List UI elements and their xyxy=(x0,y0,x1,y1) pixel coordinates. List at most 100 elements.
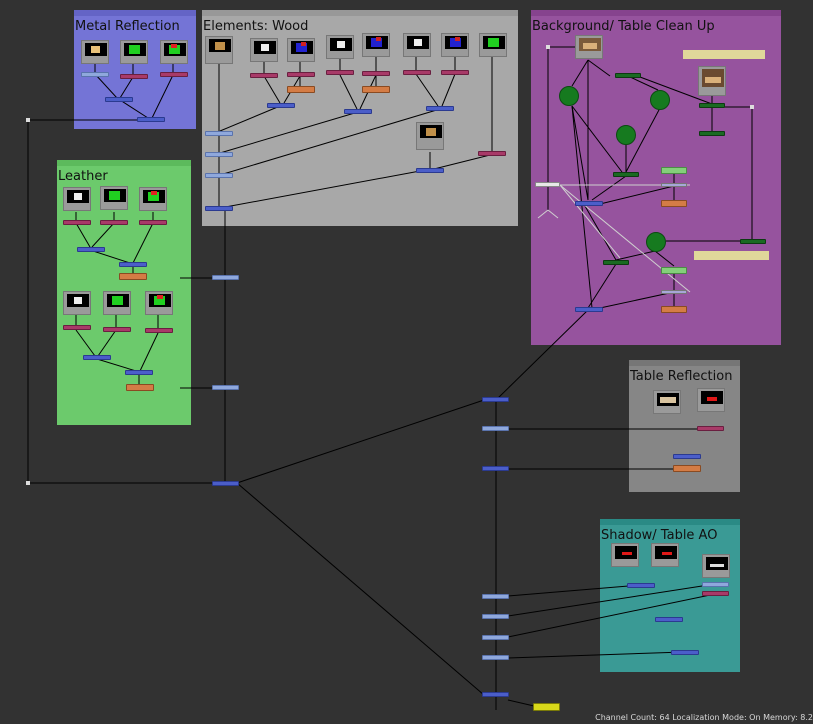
merge-node[interactable] xyxy=(416,168,444,173)
merge-node[interactable] xyxy=(119,262,147,267)
wire-dot[interactable] xyxy=(750,105,754,109)
merge-node[interactable] xyxy=(426,106,454,111)
lightwrap-node[interactable] xyxy=(205,152,233,157)
merge-node[interactable] xyxy=(344,109,372,114)
keyer-node[interactable] xyxy=(661,167,687,174)
shuffle-node[interactable] xyxy=(661,200,687,207)
grade-node[interactable] xyxy=(441,70,469,75)
rotopaint-node[interactable] xyxy=(616,125,636,145)
merge-node[interactable] xyxy=(482,397,509,402)
read-node[interactable] xyxy=(145,291,173,315)
read-node[interactable] xyxy=(250,38,278,62)
wire-dot[interactable] xyxy=(546,45,550,49)
read-node[interactable] xyxy=(611,543,639,567)
grade-node[interactable] xyxy=(478,151,506,156)
lightwrap-node[interactable] xyxy=(482,426,509,431)
lightwrap-node[interactable] xyxy=(81,72,109,77)
lightwrap-node[interactable] xyxy=(482,635,509,640)
merge-node[interactable] xyxy=(205,206,233,211)
sticky-note[interactable] xyxy=(694,251,769,260)
read-node[interactable] xyxy=(63,291,91,315)
rotopaint-node[interactable] xyxy=(646,232,666,252)
write-node[interactable] xyxy=(533,703,560,711)
wire-dot[interactable] xyxy=(26,481,30,485)
grade-node[interactable] xyxy=(63,220,91,225)
read-node[interactable] xyxy=(120,40,148,64)
premult-node[interactable] xyxy=(661,290,687,294)
merge-node[interactable] xyxy=(125,370,153,375)
read-node[interactable] xyxy=(287,38,315,62)
lightwrap-node[interactable] xyxy=(205,131,233,136)
grade-node[interactable] xyxy=(100,220,128,225)
grade-node[interactable] xyxy=(362,71,390,76)
grade-node[interactable] xyxy=(120,74,148,79)
shuffle-node[interactable] xyxy=(126,384,154,391)
read-node[interactable] xyxy=(698,66,726,96)
merge-node[interactable] xyxy=(627,583,655,588)
read-node[interactable] xyxy=(653,390,681,414)
read-node[interactable] xyxy=(139,187,167,211)
read-node[interactable] xyxy=(81,40,109,64)
merge-node[interactable] xyxy=(655,617,683,622)
shuffle-node[interactable] xyxy=(119,273,147,280)
read-node[interactable] xyxy=(403,33,431,57)
premult-node[interactable] xyxy=(661,183,687,187)
grade-node[interactable] xyxy=(326,70,354,75)
merge-node[interactable] xyxy=(482,692,509,697)
rotopaint-node[interactable] xyxy=(650,90,670,110)
roto-node[interactable] xyxy=(699,103,725,108)
grade-node[interactable] xyxy=(287,72,315,77)
roto-node[interactable] xyxy=(740,239,766,244)
keyer-node[interactable] xyxy=(661,267,687,274)
read-node[interactable] xyxy=(160,40,188,64)
merge-node[interactable] xyxy=(673,454,701,459)
roto-node[interactable] xyxy=(699,131,725,136)
shuffle-node[interactable] xyxy=(362,86,390,93)
grade-node[interactable] xyxy=(145,328,173,333)
shuffle-node[interactable] xyxy=(287,86,315,93)
read-node[interactable] xyxy=(697,388,725,412)
lightwrap-node[interactable] xyxy=(205,173,233,178)
read-node[interactable] xyxy=(362,33,390,57)
wire-dot[interactable] xyxy=(26,118,30,122)
transform-node[interactable] xyxy=(535,182,560,187)
shuffle-node[interactable] xyxy=(673,465,701,472)
lightwrap-node[interactable] xyxy=(482,655,509,660)
grade-node[interactable] xyxy=(160,72,188,77)
roto-node[interactable] xyxy=(615,73,641,78)
merge-node[interactable] xyxy=(267,103,295,108)
merge-node[interactable] xyxy=(482,466,509,471)
merge-node[interactable] xyxy=(137,117,165,122)
merge-node[interactable] xyxy=(575,201,603,206)
shuffle-node[interactable] xyxy=(661,306,687,313)
read-node[interactable] xyxy=(441,33,469,57)
read-node[interactable] xyxy=(63,187,91,211)
grade-node[interactable] xyxy=(139,220,167,225)
merge-node[interactable] xyxy=(671,650,699,655)
grade-node[interactable] xyxy=(702,591,729,596)
read-node[interactable] xyxy=(575,35,603,59)
backdrop-background-table-cleanup[interactable]: Background/ Table Clean Up xyxy=(531,10,781,345)
read-node[interactable] xyxy=(702,554,730,578)
merge-node[interactable] xyxy=(83,355,111,360)
roto-node[interactable] xyxy=(603,260,629,265)
merge-node[interactable] xyxy=(212,481,239,486)
lightwrap-node[interactable] xyxy=(212,275,239,280)
lightwrap-node[interactable] xyxy=(482,614,509,619)
merge-node[interactable] xyxy=(77,247,105,252)
lightwrap-node[interactable] xyxy=(702,582,729,587)
grade-node[interactable] xyxy=(403,70,431,75)
sticky-note[interactable] xyxy=(683,50,765,59)
grade-node[interactable] xyxy=(103,327,131,332)
merge-node[interactable] xyxy=(575,307,603,312)
read-node[interactable] xyxy=(479,33,507,57)
grade-node[interactable] xyxy=(697,426,724,431)
read-node[interactable] xyxy=(651,543,679,567)
read-node[interactable] xyxy=(103,291,131,315)
read-node[interactable] xyxy=(205,36,233,64)
read-node[interactable] xyxy=(100,186,128,210)
lightwrap-node[interactable] xyxy=(482,594,509,599)
grade-node[interactable] xyxy=(63,325,91,330)
grade-node[interactable] xyxy=(250,73,278,78)
